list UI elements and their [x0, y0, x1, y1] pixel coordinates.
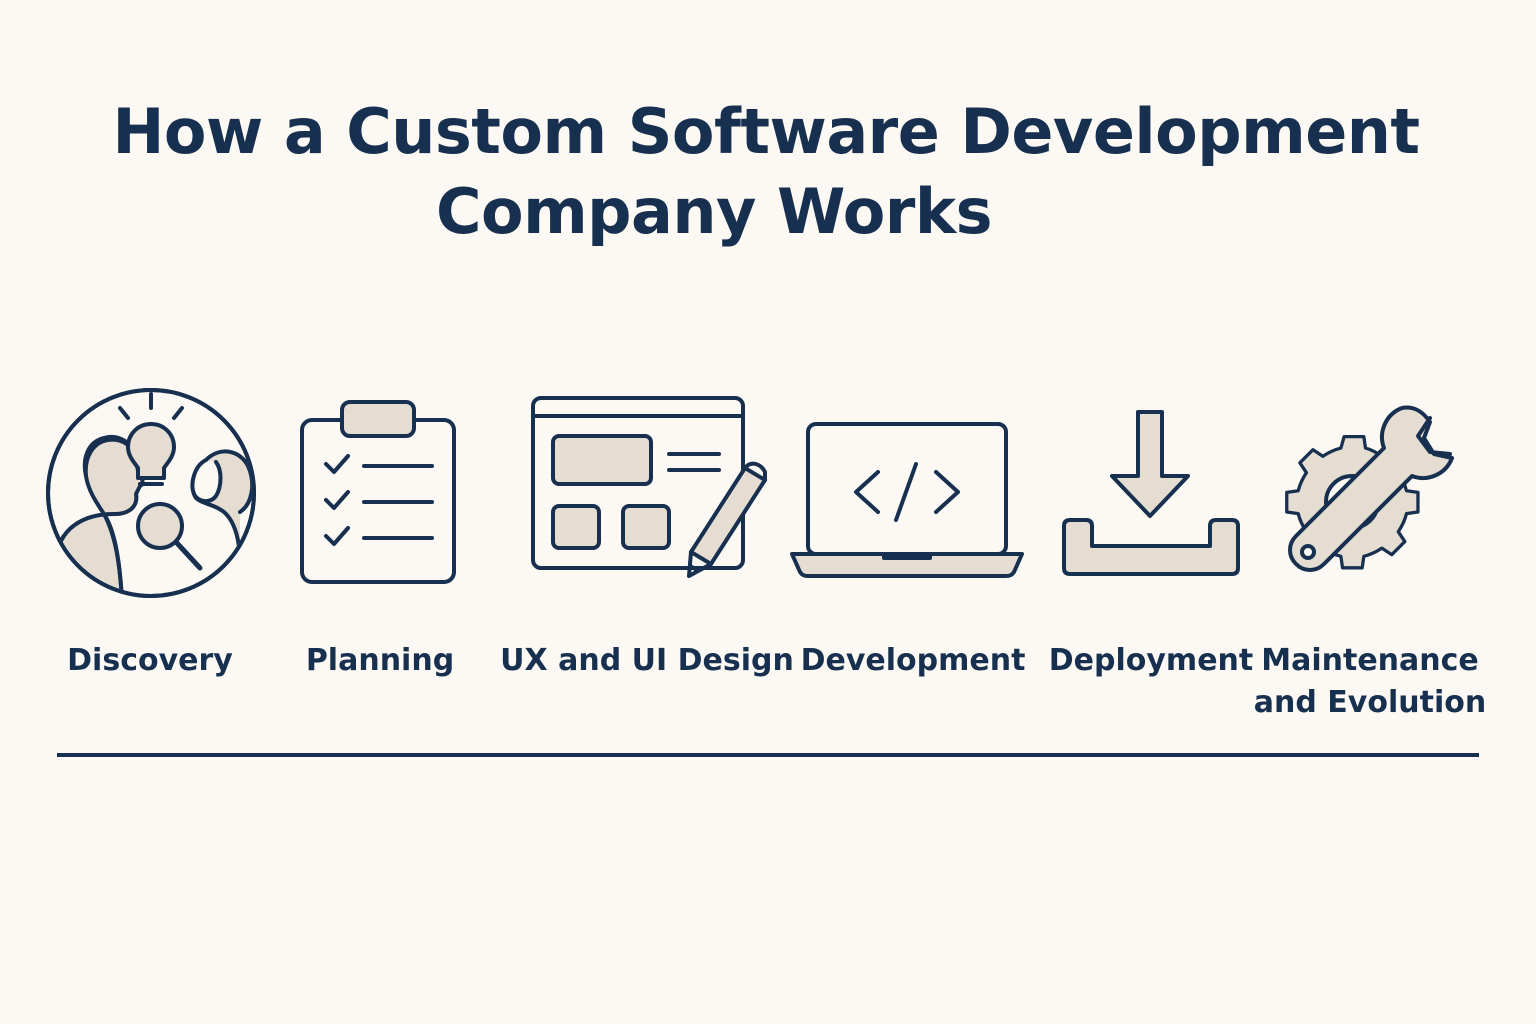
step-label-ux-ui-design: UX and UI Design [500, 643, 794, 678]
download-tray-icon [1060, 408, 1242, 580]
discovery-team-icon [44, 386, 258, 600]
step-label-maintenance-evolution: Maintenance and Evolution [1253, 643, 1487, 720]
laptop-code-icon [788, 420, 1028, 580]
title-line-1: How a Custom Software Development [112, 95, 1420, 168]
step-label-deployment: Deployment [1048, 643, 1254, 678]
wireframe-pencil-icon [529, 394, 769, 580]
step-label-discovery: Discovery [67, 643, 233, 678]
checklist-clipboard-icon [298, 398, 458, 588]
page-title: How a Custom Software Development Compan… [0, 92, 1536, 252]
step-label-development: Development [800, 643, 1026, 678]
timeline-divider [57, 753, 1479, 757]
step-label-planning: Planning [305, 643, 455, 678]
title-line-2: Company Works [435, 175, 993, 248]
gear-wrench-icon [1282, 400, 1458, 580]
